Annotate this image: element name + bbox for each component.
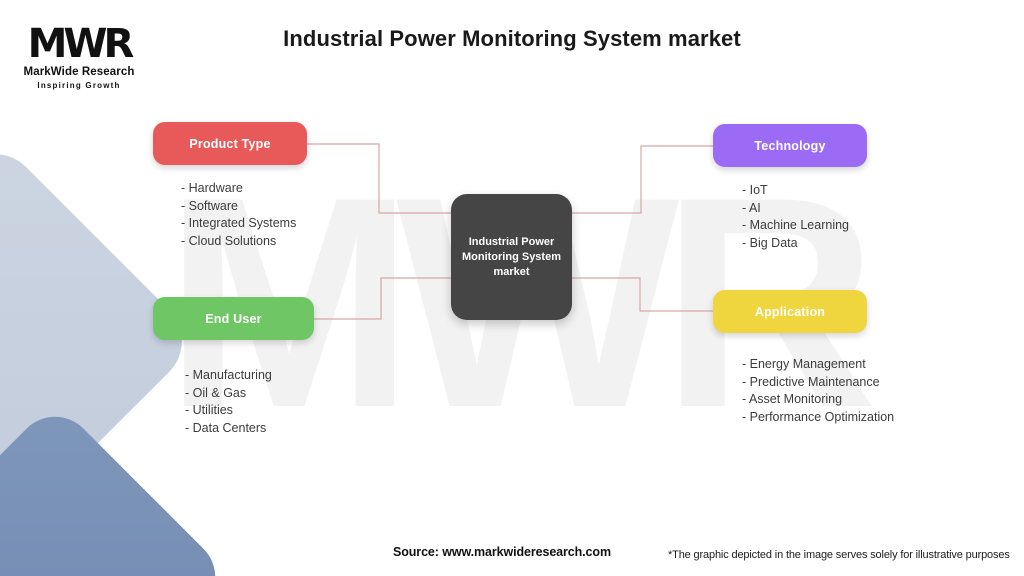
list-item: - Integrated Systems <box>181 216 297 230</box>
branch-technology: Technology - IoT - AI - Machine Learning… <box>713 124 867 252</box>
branch-list-product-type: - Hardware - Software - Integrated Syste… <box>153 180 307 250</box>
branch-application: Application - Energy Management - Predic… <box>713 290 895 426</box>
branch-header-application[interactable]: Application <box>713 290 867 333</box>
connector-technology <box>572 145 713 214</box>
list-item: - Cloud Solutions <box>181 233 277 248</box>
center-node-label: Industrial Power Monitoring System marke… <box>461 235 561 278</box>
list-item: - Manufacturing <box>185 368 272 382</box>
list-item: - Hardware <box>181 181 243 195</box>
logo-mark: MWR <box>27 21 135 67</box>
footer-source: Source: www.markwideresearch.com <box>393 545 611 559</box>
list-item: - AI <box>742 200 761 215</box>
list-item: - Software <box>181 198 238 213</box>
branch-header-product-type[interactable]: Product Type <box>153 122 307 165</box>
connector-product-type <box>307 143 451 214</box>
branch-list-technology: - IoT - AI - Machine Learning - Big Data <box>713 182 867 252</box>
list-item: - Data Centers <box>185 420 267 435</box>
list-item: - Performance Optimization <box>742 409 895 424</box>
logo-tagline: Inspiring Growth <box>37 80 121 90</box>
logo-name: MarkWide Research <box>23 66 135 78</box>
page-title: Industrial Power Monitoring System marke… <box>283 26 741 51</box>
branch-header-technology[interactable]: Technology <box>713 124 867 167</box>
connector-end-user <box>314 277 451 320</box>
connector-application <box>572 277 713 312</box>
branch-end-user: End User - Manufacturing - Oil & Gas - U… <box>153 297 314 437</box>
branch-list-end-user: - Manufacturing - Oil & Gas - Utilities … <box>153 367 314 437</box>
list-item: - Machine Learning <box>742 218 850 232</box>
list-item: - Big Data <box>742 235 798 250</box>
list-item: - IoT <box>742 183 768 197</box>
branch-header-end-user[interactable]: End User <box>153 297 314 340</box>
list-item: - Oil & Gas <box>185 385 247 400</box>
branch-list-application: - Energy Management - Predictive Mainten… <box>713 356 895 426</box>
center-node: Industrial Power Monitoring System marke… <box>451 194 572 320</box>
logo: MWR MarkWide Research Inspiring Growth <box>18 24 140 90</box>
branch-product-type: Product Type - Hardware - Software - Int… <box>153 122 307 250</box>
list-item: - Energy Management <box>742 357 866 371</box>
list-item: - Utilities <box>185 403 233 417</box>
footer-disclaimer: *The graphic depicted in the image serve… <box>668 549 1010 561</box>
list-item: - Predictive Maintenance <box>742 374 880 389</box>
list-item: - Asset Monitoring <box>742 392 843 406</box>
